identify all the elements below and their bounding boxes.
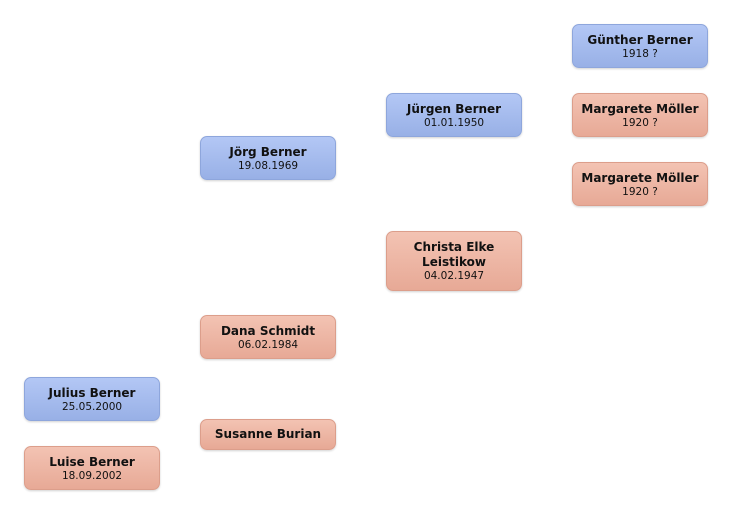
person-date: 1918 ? bbox=[622, 47, 658, 60]
person-name: Luise Berner bbox=[49, 454, 135, 469]
person-date: 18.09.2002 bbox=[61, 469, 123, 482]
person-name: Susanne Burian bbox=[214, 427, 322, 441]
person-card-luise-berner[interactable]: Luise Berner 18.09.2002 bbox=[24, 446, 160, 490]
person-name: Günther Berner bbox=[587, 32, 693, 47]
person-name: Dana Schmidt bbox=[220, 323, 316, 338]
person-date: 25.05.2000 bbox=[61, 400, 123, 413]
person-card-margarete-moeller-1[interactable]: Margarete Möller 1920 ? bbox=[572, 93, 708, 137]
person-date: 06.02.1984 bbox=[237, 338, 299, 351]
person-name: Jörg Berner bbox=[229, 144, 307, 159]
person-card-margarete-moeller-2[interactable]: Margarete Möller 1920 ? bbox=[572, 162, 708, 206]
person-card-dana-schmidt[interactable]: Dana Schmidt 06.02.1984 bbox=[200, 315, 336, 359]
person-card-julius-berner[interactable]: Julius Berner 25.05.2000 bbox=[24, 377, 160, 421]
person-name: Jürgen Berner bbox=[406, 101, 502, 116]
person-card-juergen-berner[interactable]: Jürgen Berner 01.01.1950 bbox=[386, 93, 522, 137]
person-card-guenther-berner[interactable]: Günther Berner 1918 ? bbox=[572, 24, 708, 68]
person-name: Margarete Möller bbox=[581, 170, 699, 185]
person-date: 1920 ? bbox=[622, 185, 658, 198]
person-date: 19.08.1969 bbox=[237, 159, 299, 172]
person-name: Julius Berner bbox=[48, 385, 136, 400]
person-card-susanne-burian[interactable]: Susanne Burian bbox=[200, 419, 336, 450]
person-name: Margarete Möller bbox=[581, 101, 699, 116]
person-date: 04.02.1947 bbox=[423, 270, 485, 282]
person-name: Christa Elke Leistikow bbox=[413, 240, 495, 269]
person-date: 1920 ? bbox=[622, 116, 658, 129]
person-card-joerg-berner[interactable]: Jörg Berner 19.08.1969 bbox=[200, 136, 336, 180]
person-card-christa-elke-leistikow[interactable]: Christa Elke Leistikow 04.02.1947 bbox=[386, 231, 522, 291]
person-date: 01.01.1950 bbox=[423, 116, 485, 129]
